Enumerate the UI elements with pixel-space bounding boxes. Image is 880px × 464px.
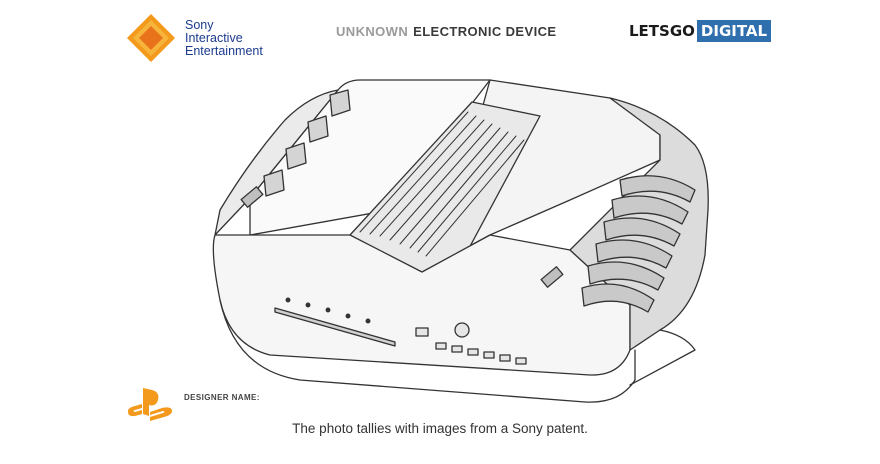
top-vent-slats xyxy=(359,111,525,257)
watermark-letsgo: LETSGO xyxy=(629,22,695,40)
left-handle xyxy=(240,186,264,208)
sie-logo: Sony Interactive Entertainment xyxy=(125,12,295,66)
brand-line-1: Sony xyxy=(185,18,214,32)
document-title: UNKNOWN ELECTRONIC DEVICE xyxy=(336,24,556,39)
title-unknown: UNKNOWN xyxy=(336,24,409,39)
front-dots xyxy=(285,297,371,324)
left-fins xyxy=(263,89,351,197)
brand-line-3: Entertainment xyxy=(185,44,263,58)
usb-ports xyxy=(435,342,527,365)
sie-diamond-icon xyxy=(127,14,175,62)
designer-name-label: DESIGNER NAME: xyxy=(184,393,260,402)
title-device: ELECTRONIC DEVICE xyxy=(413,24,557,39)
front-small-port xyxy=(415,327,429,337)
right-fins xyxy=(581,175,696,313)
brand-name: Sony Interactive Entertainment xyxy=(185,19,305,58)
right-handle xyxy=(540,266,564,288)
disc-slot xyxy=(274,307,396,347)
devkit-drawing xyxy=(212,79,709,403)
image-caption: The photo tallies with images from a Son… xyxy=(292,421,588,436)
watermark-digital: DIGITAL xyxy=(696,20,772,42)
power-button xyxy=(454,322,470,338)
playstation-logo-icon xyxy=(127,388,172,421)
brand-line-2: Interactive xyxy=(185,31,243,45)
